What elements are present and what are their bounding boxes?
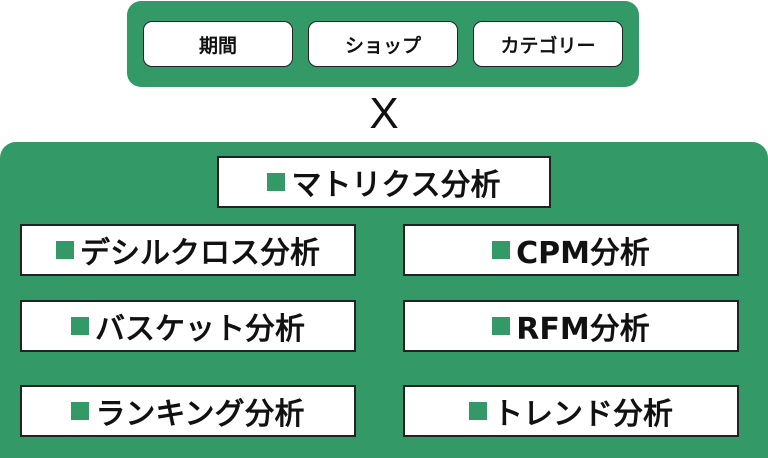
green-square-icon <box>492 241 511 259</box>
green-square-icon <box>469 402 487 420</box>
green-square-icon <box>267 173 286 191</box>
cross-operator: X <box>369 89 399 138</box>
analysis-cpm: CPM分析 <box>403 224 739 276</box>
analysis-matrix: マトリクス分析 <box>217 156 551 208</box>
dimension-period: 期間 <box>143 21 293 67</box>
dimension-category: カテゴリー <box>473 21 623 67</box>
analysis-rfm-label: RFM分析 <box>516 312 650 347</box>
analysis-cpm-label: CPM分析 <box>516 236 650 271</box>
green-square-icon <box>71 317 89 335</box>
analysis-basket-label: バスケット分析 <box>95 312 305 347</box>
analysis-panel: マトリクス分析 デシルクロス分析 CPM分析 バスケット分析 RFM分析 ランキ… <box>0 142 768 458</box>
analysis-decile-cross-label: デシルクロス分析 <box>80 236 320 271</box>
analysis-rfm: RFM分析 <box>403 300 739 352</box>
analysis-basket: バスケット分析 <box>20 300 356 352</box>
analysis-trend: トレンド分析 <box>403 385 739 437</box>
analysis-ranking: ランキング分析 <box>20 385 356 437</box>
analysis-decile-cross: デシルクロス分析 <box>20 224 356 276</box>
analysis-trend-label: トレンド分析 <box>493 397 673 432</box>
dimension-panel: 期間 ショップ カテゴリー <box>127 1 639 87</box>
green-square-icon <box>56 241 74 259</box>
dimension-shop: ショップ <box>308 21 458 67</box>
green-square-icon <box>71 402 90 420</box>
green-square-icon <box>492 317 511 335</box>
analysis-matrix-label: マトリクス分析 <box>291 168 501 203</box>
analysis-ranking-label: ランキング分析 <box>95 397 305 432</box>
